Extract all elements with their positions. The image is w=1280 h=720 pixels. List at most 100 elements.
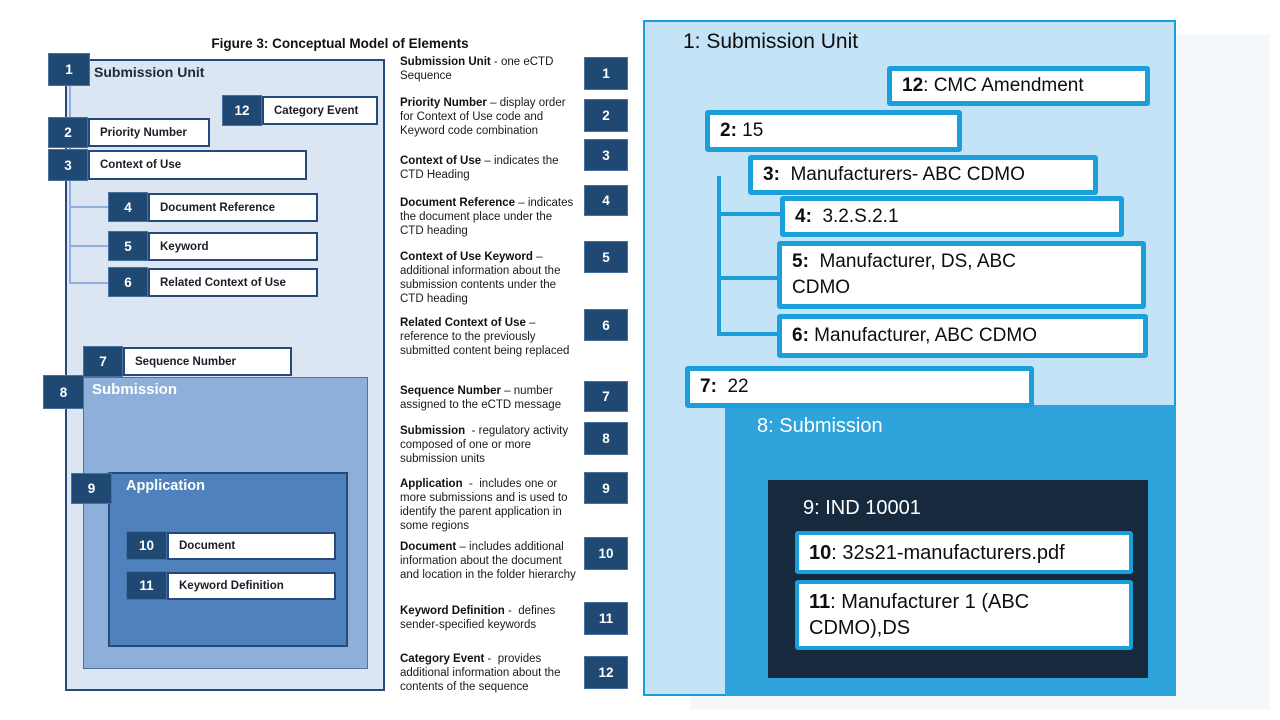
legend-sep: –	[500, 385, 514, 397]
legend-badge-7: 7	[584, 381, 628, 412]
legend-desc: reference to the previously submitted co…	[400, 331, 570, 357]
legend-term: Submission	[400, 425, 466, 437]
legend-term: Document Reference	[400, 197, 516, 209]
badge-6: 6	[108, 267, 148, 297]
example-connector-stub-5	[717, 276, 781, 280]
legend-item-5: Context of Use Keyword – additional info…	[400, 250, 578, 306]
badge-1: 1	[48, 53, 90, 86]
badge-5: 5	[108, 231, 148, 261]
legend-badge-10: 10	[584, 537, 628, 570]
keyword-definition-box: Keyword Definition	[167, 572, 336, 600]
category-event-box: Category Event	[262, 96, 378, 125]
example-num: 12	[902, 75, 924, 96]
example-connector-stub-6	[717, 332, 781, 336]
legend-term: Application	[400, 478, 463, 490]
example-context-of-use-box: 3: Manufacturers- ABC CDMO	[748, 155, 1098, 195]
example-keyword-definition-box: 11: Manufacturer 1 (ABC CDMO),DS	[795, 580, 1133, 650]
example-category-event-box: 12: CMC Amendment	[887, 66, 1150, 106]
example-related-context-of-use-box: 6: Manufacturer, ABC CDMO	[777, 314, 1148, 358]
connector-line-stub-6	[70, 282, 108, 284]
legend-item-11: Keyword Definition - defines sender-spec…	[400, 604, 578, 632]
legend-desc: number assigned to the eCTD message	[400, 385, 562, 411]
legend-desc: one eCTD Sequence	[400, 56, 557, 82]
context-of-use-box: Context of Use	[88, 150, 307, 180]
legend-sep: -	[490, 56, 501, 68]
example-text: 15	[736, 120, 764, 141]
document-box: Document	[167, 532, 336, 560]
example-num: 2:	[720, 120, 737, 141]
legend-desc: indicates the document place under the C…	[400, 197, 577, 237]
legend-desc: regulatory activity composed of one or m…	[400, 425, 572, 465]
legend-desc: defines sender-specified keywords	[400, 605, 559, 631]
example-document-box: 10: 32s21-manufacturers.pdf	[795, 531, 1133, 574]
example-panel-title: 1: Submission Unit	[683, 30, 859, 53]
example-priority-number-box: 2: 15	[705, 110, 962, 152]
legend-badge-6: 6	[584, 309, 628, 341]
related-context-of-use-box: Related Context of Use	[148, 268, 318, 297]
legend-sep: –	[525, 317, 539, 329]
keyword-box: Keyword	[148, 232, 318, 261]
connector-line-vertical	[69, 86, 71, 284]
badge-8: 8	[43, 375, 84, 409]
legend-item-6: Related Context of Use – reference to th…	[400, 316, 578, 358]
legend-desc: includes one or more submissions and is …	[400, 478, 571, 532]
legend-item-7: Sequence Number – number assigned to the…	[400, 384, 578, 412]
legend-term: Related Context of Use	[400, 317, 526, 329]
example-text: Manufacturers- ABC CDMO	[779, 164, 1025, 185]
sequence-number-box: Sequence Number	[123, 347, 292, 376]
badge-10: 10	[126, 531, 167, 560]
example-num: 11	[809, 591, 831, 613]
legend-term: Context of Use	[400, 155, 482, 167]
example-text: Manufacturer, DS, ABC CDMO	[792, 251, 1016, 298]
legend-sep: –	[456, 541, 470, 553]
legend-sep: –	[532, 251, 546, 263]
legend-desc: includes additional information about th…	[400, 541, 576, 581]
legend-term: Sequence Number	[400, 385, 501, 397]
example-keyword-box: 5: Manufacturer, DS, ABC CDMO	[777, 241, 1146, 309]
legend-badge-1: 1	[584, 57, 628, 90]
example-text: 22	[716, 376, 749, 397]
example-num: 7:	[700, 376, 717, 397]
legend-item-10: Document – includes additional informati…	[400, 540, 578, 582]
legend-sep: -	[504, 605, 519, 617]
legend-term: Context of Use Keyword	[400, 251, 533, 263]
example-submission-label: 8: Submission	[757, 415, 883, 437]
application-label: Application	[126, 478, 205, 494]
legend-item-12: Category Event - provides additional inf…	[400, 652, 578, 694]
legend-item-9: Application - includes one or more submi…	[400, 477, 578, 533]
legend-sep: –	[515, 197, 528, 209]
legend-term: Priority Number	[400, 97, 487, 109]
legend-desc: indicates the CTD Heading	[400, 155, 562, 181]
legend-sep: –	[486, 97, 500, 109]
figure-title: Figure 3: Conceptual Model of Elements	[211, 36, 469, 51]
badge-3: 3	[48, 149, 88, 181]
submission-unit-label: Submission Unit	[94, 64, 205, 80]
connector-line-stub-4	[70, 206, 108, 208]
legend-sep: -	[465, 425, 479, 437]
submission-label: Submission	[92, 381, 178, 398]
document-reference-box: Document Reference	[148, 193, 318, 222]
legend-sep: –	[481, 155, 494, 167]
connector-line-stub-5	[70, 245, 108, 247]
legend-badge-12: 12	[584, 656, 628, 689]
example-num: 4:	[795, 205, 812, 227]
legend-desc: display order for Context of Use code an…	[400, 97, 569, 137]
badge-4: 4	[108, 192, 148, 222]
priority-number-box: Priority Number	[88, 118, 210, 147]
badge-11: 11	[126, 571, 167, 600]
legend-desc: additional information about the submiss…	[400, 265, 564, 305]
legend-badge-5: 5	[584, 241, 628, 273]
example-num: 5:	[792, 251, 809, 272]
legend-term: Category Event	[400, 653, 485, 665]
example-text: Manufacturer, ABC CDMO	[808, 325, 1037, 346]
legend-term: Document	[400, 541, 457, 553]
legend-term: Submission Unit	[400, 56, 491, 68]
example-text: : CMC Amendment	[923, 75, 1084, 96]
example-num: 6:	[792, 325, 809, 346]
legend-item-3: Context of Use – indicates the CTD Headi…	[400, 154, 578, 182]
example-text: : 32s21-manufacturers.pdf	[831, 541, 1065, 564]
legend-item-1: Submission Unit - one eCTD Sequence	[400, 55, 578, 83]
legend-item-8: Submission - regulatory activity compose…	[400, 424, 578, 466]
badge-7: 7	[83, 346, 123, 377]
